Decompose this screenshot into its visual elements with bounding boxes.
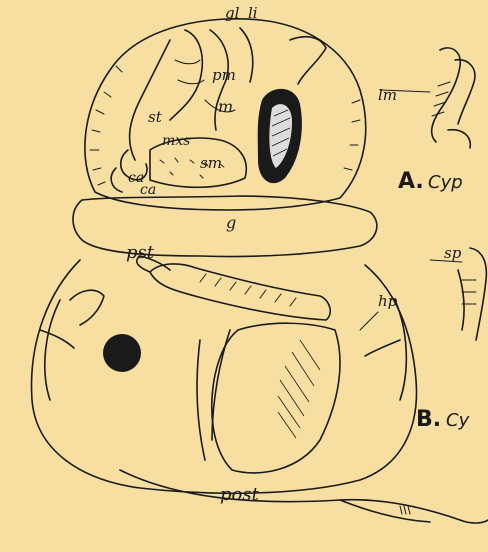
panel-a-text: Cyp [428, 172, 463, 193]
label-li: li [248, 4, 258, 22]
label-m: m [218, 97, 233, 116]
wing-pad [197, 323, 340, 473]
foreleg [137, 256, 331, 320]
left-spine [40, 330, 74, 348]
compound-eye [258, 89, 302, 183]
left-lobe [70, 290, 104, 325]
panel-a-letter: A. [398, 169, 424, 194]
label-st: st [148, 108, 163, 126]
posterior [120, 470, 488, 523]
label-sm: sm [200, 154, 222, 172]
head-flap [290, 37, 326, 84]
label-mxs: mxs [162, 133, 190, 149]
label-gl: gl [225, 4, 240, 22]
label-sp: sp [444, 244, 462, 262]
panel-b-text: Cy [446, 410, 470, 431]
label-hp: hp [378, 292, 398, 310]
label-post: post [220, 484, 260, 505]
label-ca-lower: ca [140, 182, 156, 198]
label-pm: pm [212, 66, 236, 84]
right-spine [365, 340, 400, 356]
hp-leader [360, 312, 378, 330]
label-lm: lm [378, 86, 397, 104]
label-g: g [226, 213, 236, 232]
panel-b-letter: B. [416, 407, 441, 432]
label-pst: pst [126, 242, 155, 263]
panel-a-sketch [432, 48, 475, 148]
prosternum [73, 196, 377, 257]
